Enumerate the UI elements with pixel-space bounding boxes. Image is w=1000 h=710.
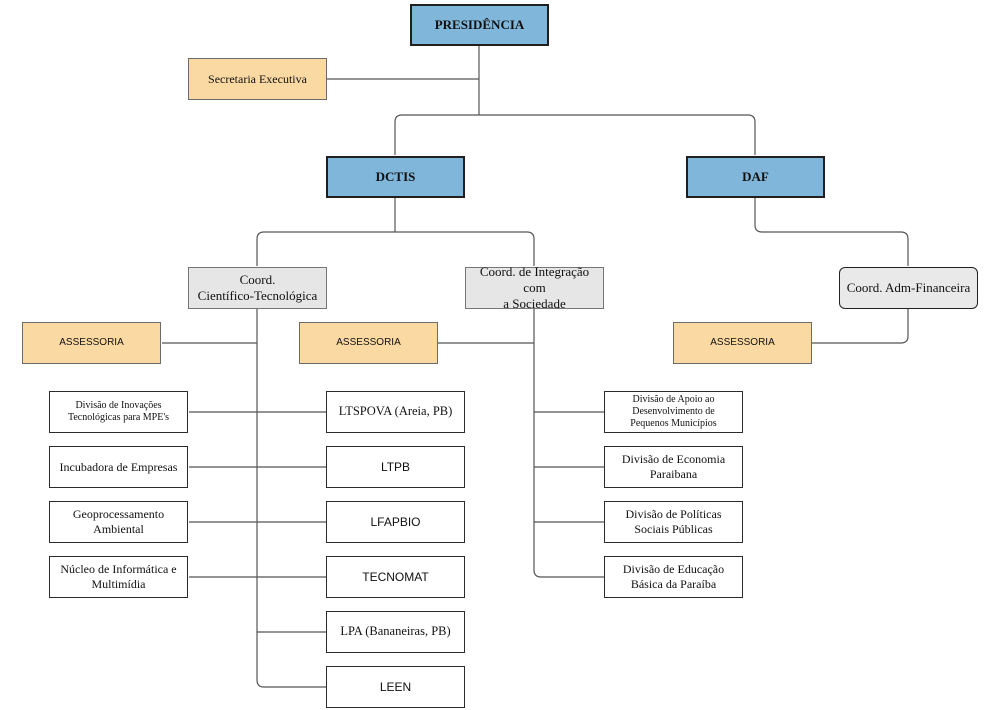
lab-box: LPA (Bananeiras, PB): [326, 611, 465, 653]
connector: [256, 231, 535, 266]
left-division-line1: Núcleo de Informática e: [60, 562, 177, 576]
presidencia-box: PRESIDÊNCIA: [410, 4, 549, 46]
dctis-label: DCTIS: [375, 168, 416, 184]
left-division-box: Divisão de Inovações Tecnológicas para M…: [49, 391, 188, 433]
assessoria-left-box: ASSESSORIA: [22, 322, 161, 364]
left-division-line2: Tecnológicas para MPE's: [67, 412, 170, 423]
left-division-box: Núcleo de Informática e Multimídia: [49, 556, 188, 598]
connector: [533, 309, 604, 578]
right-division-box: Divisão de Apoio ao Desenvolvimento de P…: [604, 391, 743, 433]
left-division-line1: Divisão de Inovações: [75, 399, 162, 411]
connector: [754, 198, 909, 266]
right-division-box: Divisão de Educação Básica da Paraíba: [604, 556, 743, 598]
right-division-line1: Divisão de Políticas: [625, 507, 722, 521]
right-division-line1: Divisão de Economia: [621, 452, 726, 466]
lab-label: TECNOMAT: [362, 569, 429, 584]
right-division-line2: Sociais Públicas: [634, 522, 713, 536]
right-division-line1: Divisão de Educação: [622, 562, 725, 576]
lab-box: LEEN: [326, 666, 465, 708]
assessoria-center-box: ASSESSORIA: [299, 322, 438, 364]
coord-integracao-line1: Coord. de Integração com: [479, 263, 590, 295]
coord-cientifico-line1: Coord.: [239, 271, 276, 287]
left-division-line2: Ambiental: [93, 522, 144, 536]
left-division-box: Incubadora de Empresas: [49, 446, 188, 488]
right-division-box: Divisão de Economia Paraibana: [604, 446, 743, 488]
daf-label: DAF: [742, 168, 769, 184]
coord-integracao-line2: a Sociedade: [503, 296, 566, 312]
connector: [394, 114, 756, 155]
assessoria-center-label: ASSESSORIA: [336, 336, 401, 348]
lab-box: LFAPBIO: [326, 501, 465, 543]
left-division-line1: Incubadora de Empresas: [59, 459, 178, 474]
coord-adm-box: Coord. Adm-Financeira: [839, 267, 978, 309]
assessoria-right-box: ASSESSORIA: [673, 322, 812, 364]
right-division-box: Divisão de Políticas Sociais Públicas: [604, 501, 743, 543]
lab-box: LTPB: [326, 446, 465, 488]
left-division-box: Geoprocessamento Ambiental: [49, 501, 188, 543]
right-division-line3: Pequenos Municípios: [630, 418, 717, 429]
lab-label: LEEN: [379, 679, 412, 694]
lab-label: LTPB: [380, 459, 411, 474]
left-division-line1: Geoprocessamento: [72, 507, 165, 521]
lab-label: LPA (Bananeiras, PB): [340, 624, 451, 639]
connector: [812, 309, 909, 344]
coord-adm-label: Coord. Adm-Financeira: [846, 279, 971, 295]
connector: [256, 309, 326, 688]
assessoria-right-label: ASSESSORIA: [710, 336, 775, 348]
lab-box: TECNOMAT: [326, 556, 465, 598]
lab-label: LTSPOVA (Areia, PB): [338, 404, 453, 419]
dctis-box: DCTIS: [326, 156, 465, 198]
right-division-line1: Divisão de Apoio ao: [632, 394, 715, 405]
coord-integracao-box: Coord. de Integração com a Sociedade: [465, 263, 604, 312]
secretaria-label: Secretaria Executiva: [208, 71, 307, 86]
presidencia-label: PRESIDÊNCIA: [434, 16, 525, 32]
lab-label: LFAPBIO: [370, 514, 421, 529]
right-division-line2: Desenvolvimento de: [632, 406, 715, 417]
coord-cientifico-line2: Científico-Tecnológica: [197, 288, 318, 303]
assessoria-left-label: ASSESSORIA: [59, 336, 124, 348]
right-division-line2: Paraibana: [649, 467, 698, 481]
daf-box: DAF: [686, 156, 825, 198]
secretaria-box: Secretaria Executiva: [188, 58, 327, 100]
left-division-line2: Multimídia: [91, 577, 146, 591]
lab-box: LTSPOVA (Areia, PB): [326, 391, 465, 433]
coord-cientifico-box: Coord. Científico-Tecnológica: [188, 267, 327, 309]
right-division-line2: Básica da Paraíba: [630, 577, 717, 591]
